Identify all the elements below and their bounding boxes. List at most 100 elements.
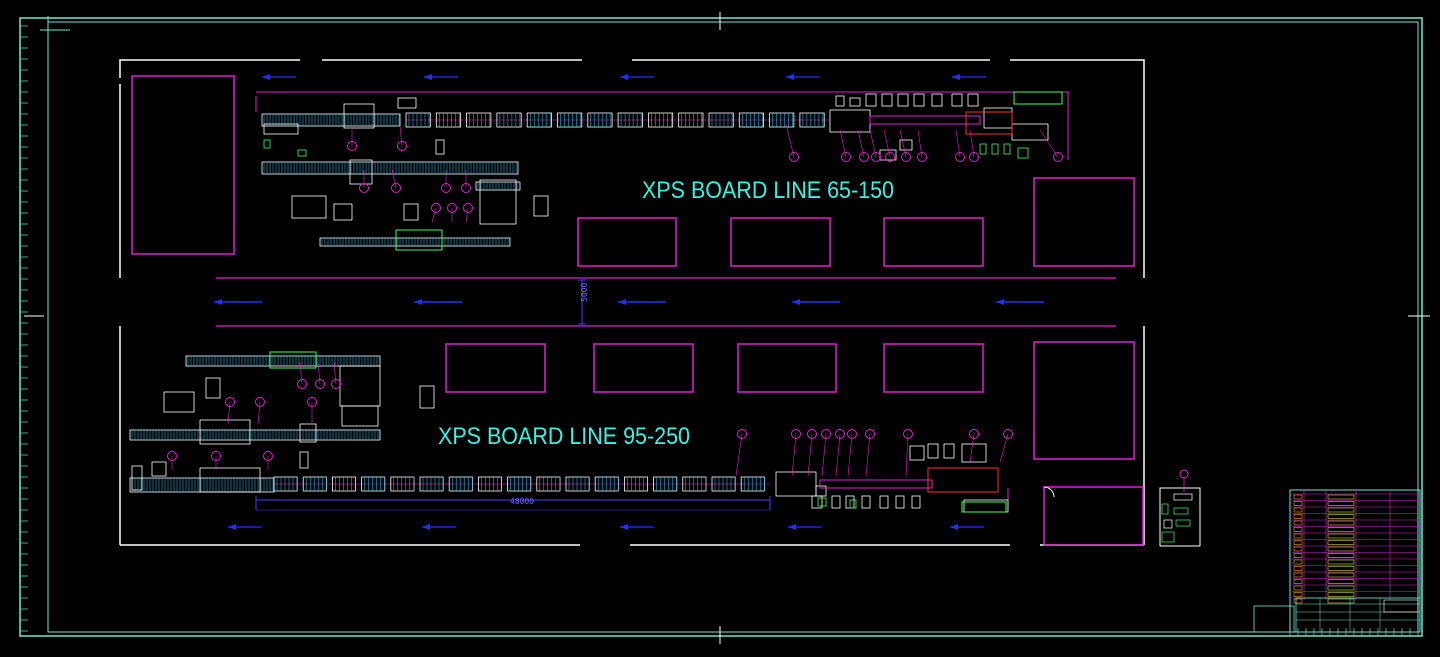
roller-section [617, 112, 643, 128]
extruder-barrel [869, 115, 981, 125]
machine-outline [533, 195, 549, 217]
machine-outline [849, 499, 857, 509]
line-a-extruder [829, 91, 1063, 161]
machine-outline [1017, 147, 1029, 159]
callout-balloon [901, 152, 911, 162]
flow-arrow-head [792, 299, 800, 305]
callout-balloon [167, 451, 177, 461]
machine-outline [913, 93, 925, 107]
callout-balloon [461, 183, 471, 193]
flow-arrow-head [424, 74, 432, 80]
parts-index-cell [1293, 527, 1303, 532]
parts-name-cell [1327, 592, 1355, 597]
parts-name-cell [1327, 566, 1355, 571]
callout-balloon [737, 429, 747, 439]
callout-balloon [391, 183, 401, 193]
parts-name-cell [1327, 585, 1355, 591]
machine-outline [817, 497, 827, 507]
machine-outline [829, 109, 871, 133]
parts-index-cell [1293, 520, 1303, 526]
machine-outline [341, 405, 379, 427]
line-b-callouts [167, 361, 1013, 477]
parts-name-cell [1327, 546, 1355, 552]
aisle-dimension-text: 5000 [580, 283, 589, 302]
callout-balloon [1003, 429, 1013, 439]
callout-leader [431, 207, 437, 223]
machine-outline [831, 495, 841, 509]
flow-arrows [214, 74, 1044, 530]
machine-outline [419, 385, 435, 409]
machine-outline [849, 97, 861, 107]
parts-index-cell [1293, 559, 1303, 565]
callout-balloon [903, 429, 913, 439]
parts-name-cell [1327, 527, 1355, 532]
machine-outline [879, 495, 889, 509]
callout-leader [465, 207, 469, 223]
parts-name-cell [1327, 514, 1355, 519]
machine-outline [927, 443, 939, 459]
conveyor-frame [129, 477, 275, 493]
callout-balloon [441, 183, 451, 193]
line-a-equipment [261, 91, 1063, 251]
callout-balloon [835, 429, 845, 439]
machine-outline [1011, 123, 1049, 141]
roller-section [648, 112, 674, 128]
callout-balloon [791, 429, 801, 439]
line-b-upper-conveyors [129, 351, 435, 493]
callout-leader [847, 433, 853, 477]
line-a-conveyor [405, 112, 830, 128]
parts-name-cell [1327, 494, 1355, 500]
flow-arrow-head [620, 524, 628, 530]
building-walls [119, 59, 1145, 546]
line-a-callouts [347, 123, 1063, 223]
callout-balloon [807, 429, 817, 439]
machine-outline [943, 443, 955, 459]
roller-section [557, 112, 583, 128]
title-cells [1295, 597, 1421, 633]
flow-arrow-head [228, 524, 236, 530]
machine-outline [861, 495, 871, 509]
parts-name-cell [1327, 598, 1355, 604]
conveyor-frame [261, 113, 401, 127]
parts-index-cell [1293, 598, 1303, 604]
roller-section [496, 112, 522, 128]
machine-outline [339, 365, 381, 407]
callout-balloon [789, 152, 799, 162]
callout-balloon [969, 429, 979, 439]
extruder-drive [965, 111, 1013, 135]
line-a-title: XPS BOARD LINE 65-150 [642, 177, 894, 204]
line-a-upper-conveyors [261, 97, 549, 251]
parts-index-cell [1293, 592, 1303, 597]
parts-index-cell [1293, 533, 1303, 539]
roller-section [738, 112, 764, 128]
machine-outline [349, 159, 373, 185]
roller-section [526, 112, 552, 128]
parts-name-cell [1327, 553, 1355, 558]
machine-outline [911, 495, 921, 509]
callout-leader [1039, 129, 1059, 158]
roller-section [678, 112, 704, 128]
extruder-drive [927, 467, 999, 493]
callout-leader [835, 433, 841, 477]
parts-index-cell [1293, 553, 1303, 558]
machine-outline [151, 461, 167, 477]
callout-balloon [225, 397, 235, 407]
parts-name-cell [1327, 572, 1355, 578]
flow-arrow-head [414, 299, 422, 305]
callout-balloon [463, 203, 473, 213]
parts-name-cell [1327, 501, 1355, 506]
callout-leader [333, 361, 337, 385]
aisle-dimension: 5000 [578, 279, 589, 325]
machine-outline [343, 103, 375, 129]
callout-balloon [211, 451, 221, 461]
flow-arrow-head [952, 74, 960, 80]
line-b-title: XPS BOARD LINE 95-250 [438, 423, 690, 450]
callout-balloon [955, 152, 965, 162]
machine-outline [199, 419, 251, 445]
flow-arrow-head [262, 74, 270, 80]
machine-outline [1003, 143, 1011, 155]
parts-index-cell [1293, 546, 1303, 552]
roller-section [769, 112, 795, 128]
machine-outline [967, 93, 979, 107]
callout-leader [905, 433, 909, 477]
